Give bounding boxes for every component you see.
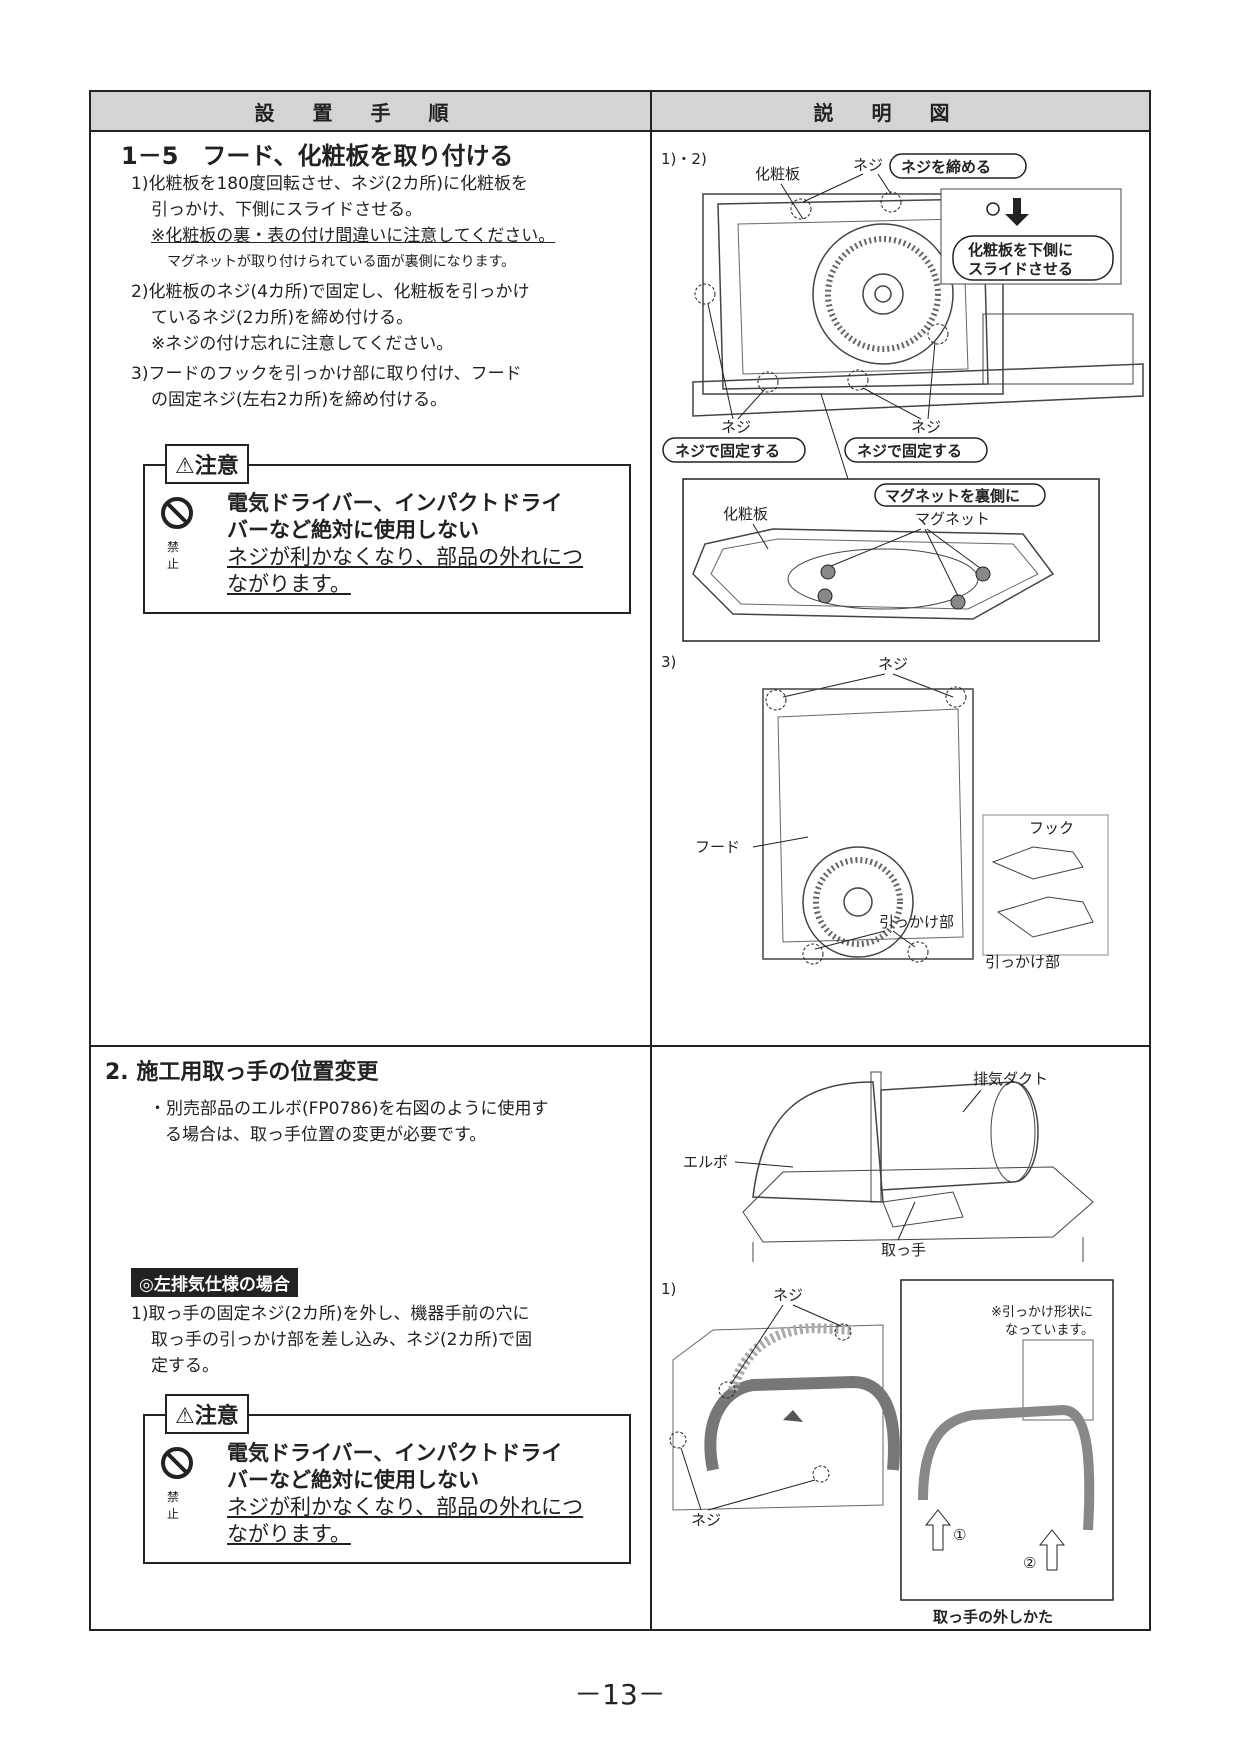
header-diagrams: 説明図 [652,92,1149,132]
figure-panel-install: 1)・2) 化粧板 ネジ ネジを締める 化粧板を下側に スライドさせる [661,150,1144,642]
figure-handle-change: 1) ネジ ネジ ※引っかけ形状に なっています。 ① ② 取っ手の外しかた [661,1279,1114,1626]
caution1-line3: ネジが利かなくなり、部品の外れにつ [227,545,584,569]
caution2-line2: バーなど絶対に使用しない [227,1468,479,1492]
fig3-label-hook: フック [1029,819,1074,837]
fig1-label-magnet: マグネット [915,510,990,528]
fig1-label-panel: 化粧板 [755,165,800,183]
fig1-label-panel-2: 化粧板 [723,505,768,523]
caution-box-2: ⚠注意 禁止 電気ドライバー、インパクトドライ バーなど絶対に使用しない ネジが… [143,1394,631,1564]
section2-bullet-b: る場合は、取っ手位置の変更が必要です。 [165,1125,487,1145]
step2-note: ※ネジの付け忘れに注意してください。 [151,334,454,354]
row-divider [91,1045,1149,1047]
page-number: －13－ [574,1678,666,1711]
caution-text-2: 電気ドライバー、インパクトドライ バーなど絶対に使用しない ネジが利かなくなり、… [227,1440,627,1548]
fig5-step-label: 1) [661,1280,676,1298]
fig4-label-duct: 排気ダクト [973,1070,1048,1088]
fig1-label-screw-right: ネジ [911,418,941,436]
instruction-table: 設置手順 説明図 1－5 フード、化粧板を取り付ける 1)化粧板を180度回転さ… [89,90,1151,1631]
prohibit-label: 禁止 [166,540,187,571]
step2-line-a: 2)化粧板のネジ(4カ所)で固定し、化粧板を引っかけ [131,282,530,302]
section2-title: 2. 施工用取っ手の位置変更 [105,1060,379,1085]
fig5-num-2: ② [1023,1554,1036,1572]
caution1-line2: バーなど絶対に使用しない [227,518,479,542]
caution1-line4: ながります。 [227,572,351,596]
fig1-label-screw-top: ネジ [853,156,883,174]
section2-sub: ◎左排気仕様の場合 1)取っ手の固定ネジ(2カ所)を外し、機器手前の穴に 取っ手… [131,1268,646,1379]
caution1-line1: 電気ドライバー、インパクトドライ [227,491,563,515]
caution-label-1: ⚠注意 [165,444,249,484]
section2-step1-c: 定する。 [151,1356,219,1376]
step2-line-b: ているネジ(2カ所)を締め付ける。 [151,308,414,328]
fig5-caption: 取っ手の外しかた [933,1608,1053,1626]
fig3-label-catch-2: 引っかけ部 [985,953,1060,971]
fig4-label-handle: 取っ手 [881,1241,926,1259]
step1-note: ※化粧板の裏・表の付け間違いに注意してください。 [151,226,556,246]
prohibit-icon-2: 禁止 [159,1446,195,1521]
fig1-step-label: 1)・2) [661,150,707,168]
fig1-callout-magnet: マグネットを裏側に [885,487,1020,505]
step3-line-b: の固定ネジ(左右2カ所)を締め付ける。 [151,390,448,410]
fig5-note-1: ※引っかけ形状に [991,1305,1093,1320]
fig1-callout-fix-left: ネジで固定する [675,442,780,460]
fig4-label-elbow: エルボ [683,1153,728,1171]
figure-hood-install: 3) ネジ フード 引っかけ部 フック 引っかけ部 [661,653,1109,971]
caution2-line4: ながります。 [227,1522,351,1546]
fig3-label-catch-1: 引っかけ部 [879,913,954,931]
section2-step1-b: 取っ手の引っかけ部を差し込み、ネジ(2カ所)で固 [151,1330,533,1350]
step1-line-a: 1)化粧板を180度回転させ、ネジ(2カ所)に化粧板を [131,174,528,194]
step1-note2: マグネットが取り付けられている面が裏側になります。 [167,254,516,270]
step1-line-b: 引っかけ、下側にスライドさせる。 [151,200,423,220]
fig1-callout-slide-2: スライドさせる [968,260,1073,278]
caution-box-1: ⚠注意 禁止 電気ドライバー、インパクトドライ バーなど絶対に使用しない ネジが… [143,444,631,614]
fig3-label-hood: フード [695,838,740,856]
step3-line-a: 3)フードのフックを引っかけ部に取り付け、フード [131,364,522,384]
fig5-note-2: なっています。 [1005,1323,1094,1338]
caution2-line3: ネジが利かなくなり、部品の外れにつ [227,1495,584,1519]
section2-text: 2. 施工用取っ手の位置変更 ・別売部品のエルボ(FP0786)を右図のように使… [105,1054,645,1148]
fig3-label-screw: ネジ [878,655,908,673]
fig1-callout-slide-1: 化粧板を下側に [968,241,1073,259]
left-exhaust-header: ◎左排気仕様の場合 [131,1268,298,1297]
section2-step1-a: 1)取っ手の固定ネジ(2カ所)を外し、機器手前の穴に [131,1304,530,1324]
fig5-num-1: ① [953,1526,966,1544]
fig1-callout-fix-right: ネジで固定する [857,442,962,460]
caution2-line1: 電気ドライバー、インパクトドライ [227,1441,563,1465]
fig5-label-screw-top: ネジ [773,1286,803,1304]
fig1-label-screw-left: ネジ [721,418,751,436]
section2-bullet-a: ・別売部品のエルボ(FP0786)を右図のように使用す [149,1099,549,1119]
header-steps: 設置手順 [91,92,650,132]
section1-title: 1－5 フード、化粧板を取り付ける [121,142,514,170]
section1-text: 1－5 フード、化粧板を取り付ける 1)化粧板を180度回転させ、ネジ(2カ所)… [121,136,641,413]
fig5-label-screw-bottom: ネジ [691,1511,721,1529]
fig3-step-label: 3) [661,653,676,671]
fig1-callout-tighten: ネジを締める [901,158,991,176]
figure-elbow-duct: 排気ダクト エルボ 取っ手 [683,1070,1094,1262]
caution-text-1: 電気ドライバー、インパクトドライ バーなど絶対に使用しない ネジが利かなくなり、… [227,490,627,598]
caution-label-2: ⚠注意 [165,1394,249,1434]
prohibit-label-2: 禁止 [166,1490,187,1521]
prohibit-icon: 禁止 [159,496,195,571]
column-divider [650,92,652,1629]
